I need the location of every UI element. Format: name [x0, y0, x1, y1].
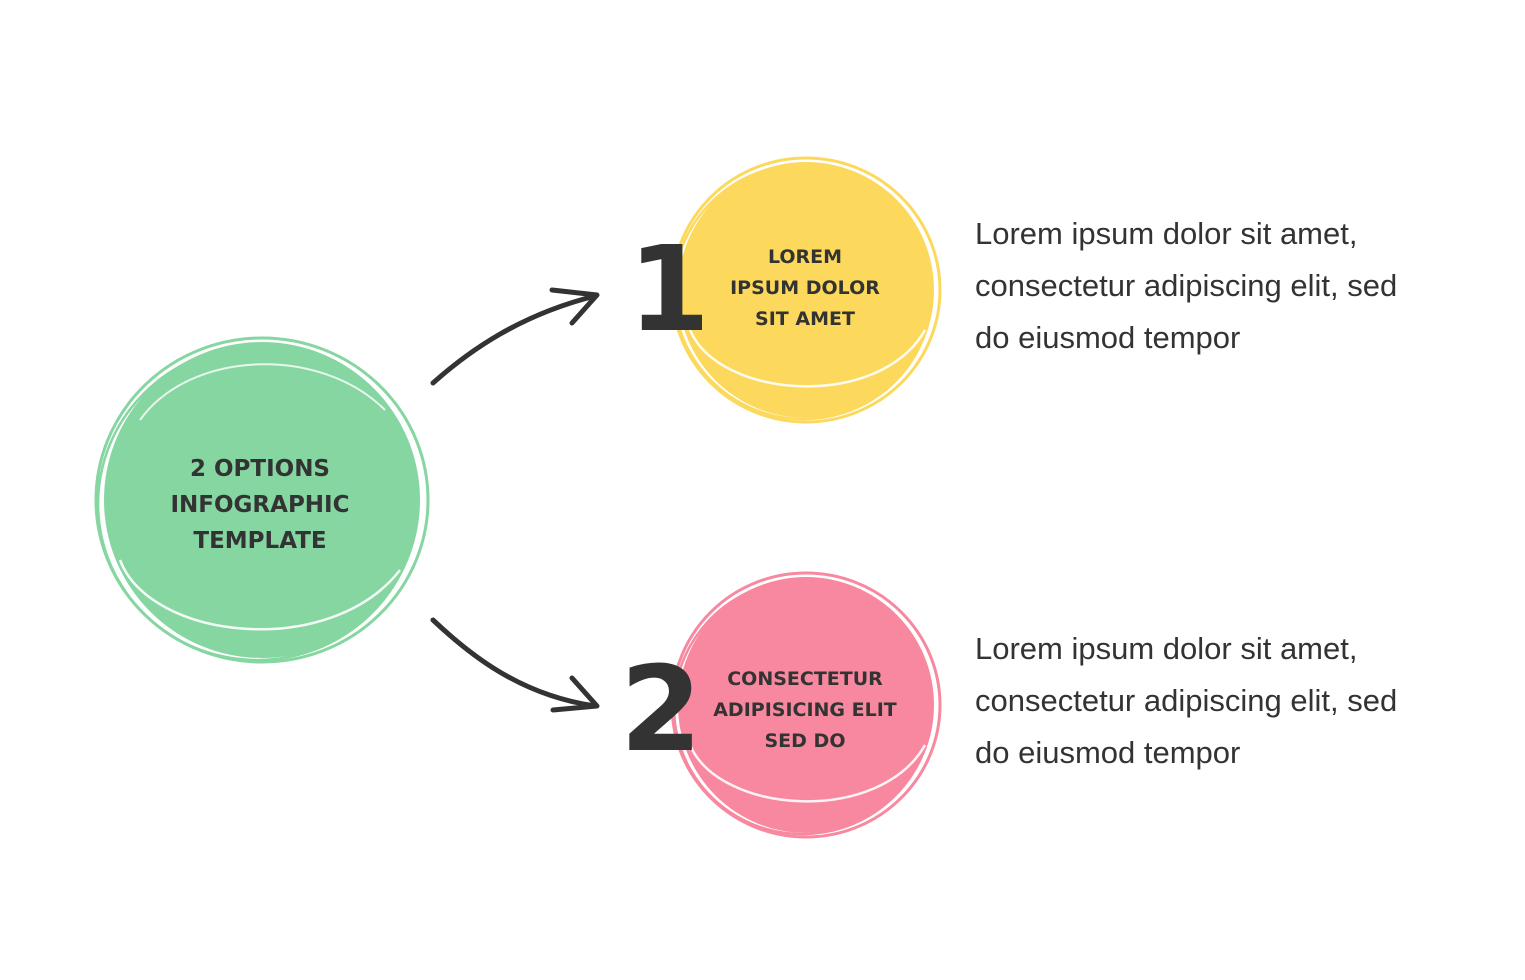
option-2-title-line: CONSECTETUR: [727, 667, 883, 690]
option-1-description: Lorem ipsum dolor sit amet, consectetur …: [975, 208, 1515, 364]
option-1-title-line: IPSUM DOLOR: [730, 276, 880, 299]
option-2-description-line: consectetur adipiscing elit, sed: [975, 683, 1398, 718]
option-1-circle: [670, 156, 942, 424]
option-2-number: 2: [620, 640, 703, 778]
option-1-number: 1: [628, 220, 711, 358]
main-title: 2 OPTIONS INFOGRAPHIC TEMPLATE: [100, 430, 420, 580]
main-title-line: 2 OPTIONS: [189, 456, 331, 482]
option-2-description-line: do eiusmod tempor: [975, 735, 1241, 770]
main-circle: [94, 336, 430, 664]
option-2-circle: [670, 571, 942, 839]
option-2-title-line: SED DO: [764, 729, 846, 752]
option-2-title-line: ADIPISICING ELIT: [713, 698, 897, 721]
option-1-title: LOREM IPSUM DOLOR SIT AMET: [675, 233, 935, 343]
option-1-description-line: Lorem ipsum dolor sit amet,: [975, 216, 1358, 251]
option-1-title-line: LOREM: [767, 245, 843, 268]
main-title-line: INFOGRAPHIC: [170, 492, 350, 518]
arrow-to-option-2: [430, 617, 600, 713]
main-title-line: TEMPLATE: [193, 528, 327, 554]
option-2-title: CONSECTETUR ADIPISICING ELIT SED DO: [675, 655, 935, 765]
option-1-title-line: SIT AMET: [755, 307, 855, 330]
option-2-description-line: Lorem ipsum dolor sit amet,: [975, 631, 1358, 666]
option-1-description-line: consectetur adipiscing elit, sed: [975, 268, 1398, 303]
arrow-to-option-1: [430, 287, 600, 386]
option-1-description-line: do eiusmod tempor: [975, 320, 1241, 355]
option-2-description: Lorem ipsum dolor sit amet, consectetur …: [975, 623, 1515, 779]
